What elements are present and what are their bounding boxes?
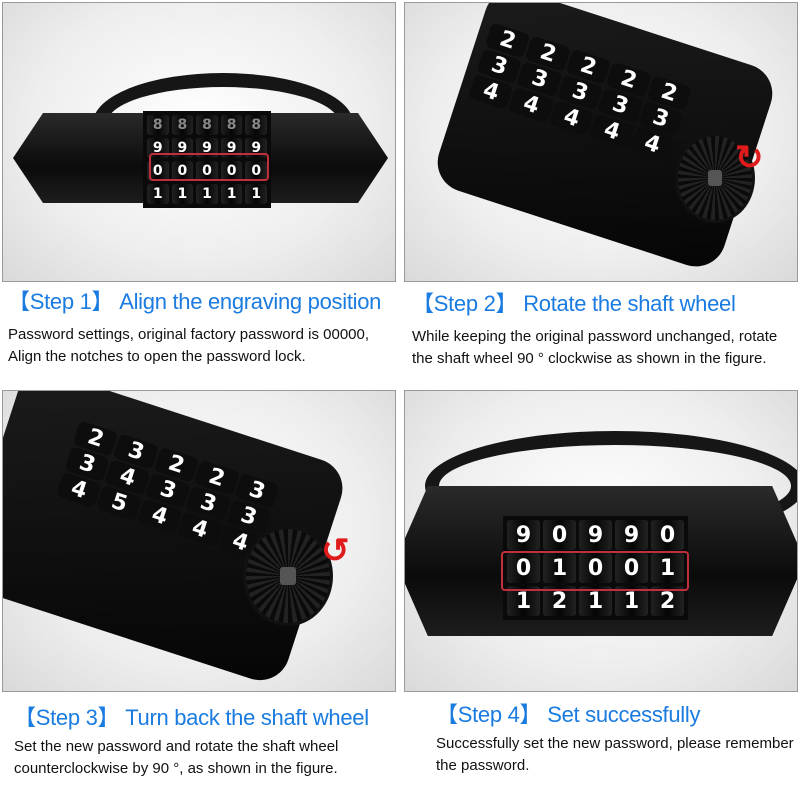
step-heading: 【Step 1】Align the engraving position <box>8 284 404 316</box>
step-title: Set successfully <box>547 702 701 727</box>
step3-caption: 【Step 3】Turn back the shaft wheel Set th… <box>14 700 400 780</box>
dial-digit[interactable]: 0 <box>220 161 243 181</box>
counterclockwise-arrow-icon: ↺ <box>321 532 350 570</box>
step-label: 【Step 1】 <box>8 289 114 314</box>
dial-digit[interactable]: 2 <box>543 586 576 616</box>
step-label: 【Step 2】 <box>412 291 518 316</box>
dial-digit[interactable]: 8 <box>196 115 218 135</box>
step-heading: 【Step 3】Turn back the shaft wheel <box>14 700 400 732</box>
dial-digit[interactable]: 9 <box>507 520 540 550</box>
dial-digit[interactable]: 0 <box>171 161 194 181</box>
step-description: Password settings, original factory pass… <box>8 326 370 365</box>
step-description: While keeping the original password unch… <box>412 328 778 367</box>
step-heading: 【Step 2】Rotate the shaft wheel <box>412 286 798 318</box>
alignment-highlight <box>501 551 689 591</box>
dial-digit[interactable]: 1 <box>507 586 540 616</box>
dial-digit[interactable]: 1 <box>651 553 684 583</box>
step-heading: 【Step 4】Set successfully <box>436 697 798 729</box>
step1-caption: 【Step 1】Align the engraving position Pas… <box>8 284 404 368</box>
step2-caption: 【Step 2】Rotate the shaft wheel While kee… <box>412 286 798 370</box>
dial-digit[interactable]: 8 <box>171 115 194 135</box>
step-description: Set the new password and rotate the shaf… <box>14 738 339 777</box>
dial-digit[interactable]: 0 <box>196 161 218 181</box>
dial-digit[interactable]: 1 <box>543 553 576 583</box>
alignment-highlight <box>149 153 269 181</box>
step-label: 【Step 3】 <box>14 705 120 730</box>
dial-digit[interactable]: 1 <box>579 586 612 616</box>
dial-digit[interactable]: 8 <box>147 115 169 135</box>
dial-digit[interactable]: 9 <box>579 520 612 550</box>
dial-digit[interactable]: 1 <box>245 184 267 204</box>
dial-digit[interactable]: 2 <box>651 586 684 616</box>
dial-digit[interactable]: 1 <box>171 184 194 204</box>
dial-digit[interactable]: 9 <box>615 520 648 550</box>
dial-digit[interactable]: 1 <box>615 586 648 616</box>
step-title: Rotate the shaft wheel <box>523 291 736 316</box>
step-title: Turn back the shaft wheel <box>125 705 369 730</box>
dial-digit[interactable]: 1 <box>196 184 218 204</box>
step-title: Align the engraving position <box>119 289 382 314</box>
dial-digit[interactable]: 0 <box>507 553 540 583</box>
step-description: Successfully set the new password, pleas… <box>436 735 794 774</box>
dial-digit[interactable]: 0 <box>147 161 169 181</box>
clockwise-arrow-icon: ↻ <box>735 139 764 177</box>
dial-digit[interactable]: 1 <box>220 184 243 204</box>
step4-caption: 【Step 4】Set successfully Successfully se… <box>436 697 798 777</box>
shaft-wheel <box>675 133 755 223</box>
step-label: 【Step 4】 <box>436 702 542 727</box>
dial-digit[interactable]: 8 <box>220 115 243 135</box>
dial-digit[interactable]: 1 <box>147 184 169 204</box>
shaft-wheel <box>243 526 333 626</box>
dial-digit[interactable]: 0 <box>651 520 684 550</box>
dial-digit[interactable]: 0 <box>615 553 648 583</box>
dial-digit[interactable]: 0 <box>245 161 267 181</box>
dial-digit[interactable]: 8 <box>245 115 267 135</box>
dial-digit[interactable]: 0 <box>543 520 576 550</box>
dial-digit[interactable]: 0 <box>579 553 612 583</box>
